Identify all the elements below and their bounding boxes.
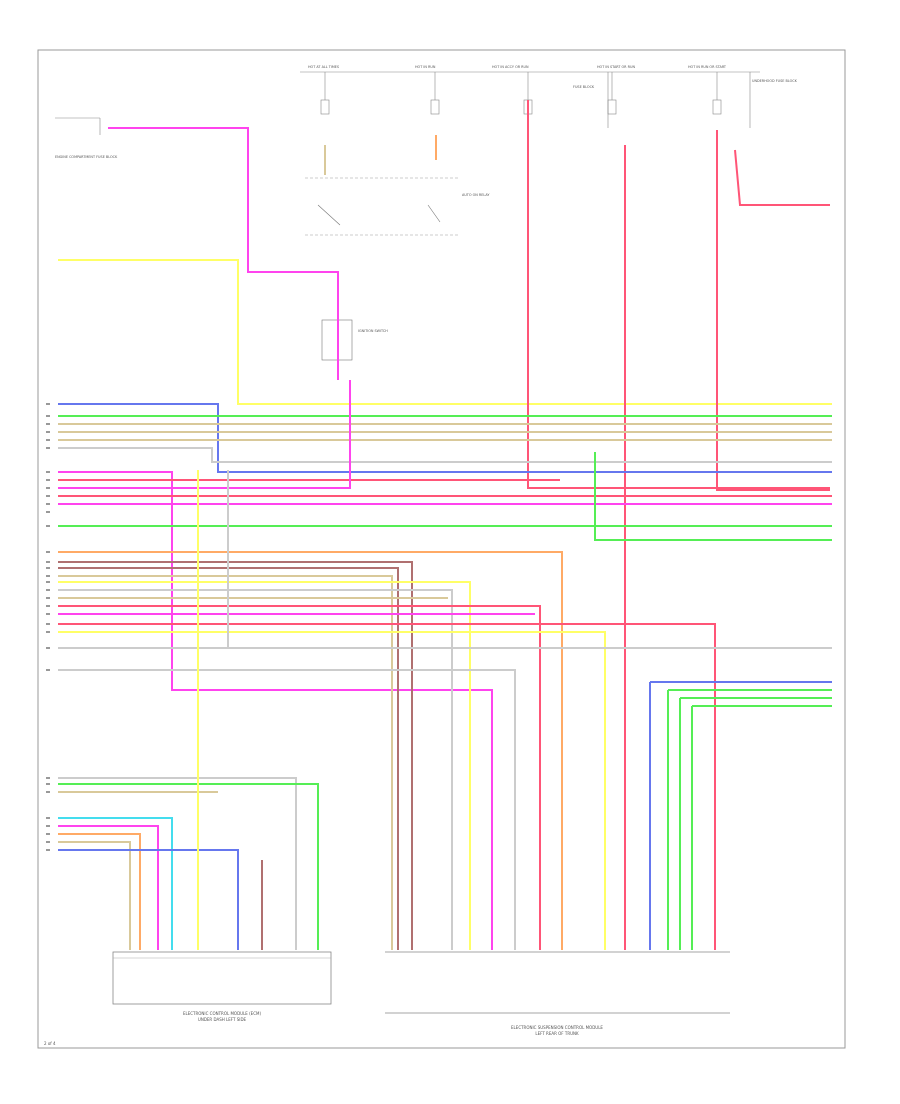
wire-36 [649, 681, 832, 950]
fuse-label-4: HOT IN START OR RUN [597, 65, 635, 69]
underhood-label: UNDERHOOD FUSE BLOCK [752, 79, 798, 83]
pin-mark-7 [46, 471, 50, 473]
wire-25 [58, 567, 399, 950]
wires [58, 100, 832, 950]
pin-mark-30 [46, 817, 50, 819]
pin-mark-25 [46, 647, 50, 649]
relay-switch [317, 204, 441, 361]
wire-39 [691, 705, 832, 950]
wire-18 [58, 380, 351, 489]
wire-15 [58, 447, 832, 463]
fuse-label-2: HOT IN RUN [415, 65, 436, 69]
pin-mark-34 [46, 849, 50, 851]
wire-41 [58, 783, 319, 950]
pin-mark-2 [46, 415, 50, 417]
pin-mark-23 [46, 623, 50, 625]
left-pin-labels [46, 403, 50, 851]
pin-mark-18 [46, 581, 50, 583]
pin-mark-31 [46, 825, 50, 827]
wire-40 [58, 777, 297, 950]
pin-mark-22 [46, 613, 50, 615]
fuse-label-1: HOT AT ALL TIMES [308, 65, 339, 69]
pin-mark-14 [46, 551, 50, 553]
wire-24 [58, 561, 413, 950]
boundary-lines [305, 177, 460, 236]
wire-6 [716, 130, 830, 491]
pin-mark-15 [46, 561, 50, 563]
fuse-box-label: FUSE BLOCK [573, 85, 595, 89]
wire-23 [58, 551, 563, 950]
pin-mark-8 [46, 479, 50, 481]
pin-mark-32 [46, 833, 50, 835]
pin-mark-20 [46, 597, 50, 599]
pin-mark-13 [46, 525, 50, 527]
wire-28 [58, 589, 453, 950]
wire-38 [679, 697, 832, 950]
pin-mark-4 [46, 431, 50, 433]
pin-mark-12 [46, 511, 50, 513]
wire-47 [58, 849, 239, 950]
pin-mark-33 [46, 841, 50, 843]
fuse-label-3: HOT IN ACCY OR RUN [492, 65, 529, 69]
wire-3 [58, 259, 832, 405]
wire-33 [58, 631, 606, 950]
wire-22 [594, 452, 832, 541]
page-id: 2 of 4 [44, 1041, 56, 1046]
wire-43 [58, 817, 173, 950]
wire-10 [58, 403, 832, 473]
pin-mark-17 [46, 575, 50, 577]
wire-37 [667, 689, 832, 950]
wire-44 [58, 825, 159, 950]
wire-35 [58, 669, 516, 950]
pin-mark-26 [46, 669, 50, 671]
wire-27 [58, 581, 471, 950]
esc-name: ELECTRONIC SUSPENSION CONTROL MODULE [511, 1025, 603, 1030]
top-power-bus: HOT AT ALL TIMES HOT IN RUN HOT IN ACCY … [300, 65, 798, 128]
pin-mark-10 [46, 495, 50, 497]
left-component-label: ENGINE COMPARTMENT FUSE BLOCK [55, 155, 118, 159]
pin-mark-11 [46, 503, 50, 505]
wire-16 [58, 471, 493, 950]
suspension-module-connector: ELECTRONIC SUSPENSION CONTROL MODULE LEF… [385, 951, 730, 1036]
pin-mark-24 [46, 631, 50, 633]
pin-mark-28 [46, 783, 50, 785]
wire-30 [58, 605, 541, 950]
diagram-border [37, 49, 846, 1049]
wire-7 [734, 149, 830, 206]
wire-45 [58, 833, 141, 950]
pin-mark-5 [46, 439, 50, 441]
switch-label: IGNITION SWITCH [358, 329, 388, 333]
wire-32 [58, 623, 716, 950]
pin-mark-27 [46, 777, 50, 779]
pin-mark-19 [46, 589, 50, 591]
left-component-block [55, 117, 101, 135]
pin-mark-21 [46, 605, 50, 607]
wire-4 [527, 100, 830, 489]
pin-mark-16 [46, 567, 50, 569]
pin-mark-29 [46, 791, 50, 793]
ecm-subtitle: UNDER DASH LEFT SIDE [198, 1017, 247, 1022]
esc-subtitle: LEFT REAR OF TRUNK [535, 1031, 579, 1036]
ecm-name: ELECTRONIC CONTROL MODULE (ECM) [183, 1011, 261, 1016]
wire-1 [108, 127, 339, 300]
pin-mark-3 [46, 423, 50, 425]
fuse-label-5: HOT IN RUN OR START [688, 65, 727, 69]
wire-46 [58, 841, 131, 950]
pin-mark-9 [46, 487, 50, 489]
ecm-connector: ELECTRONIC CONTROL MODULE (ECM) UNDER DA… [112, 951, 332, 1022]
wire-26 [58, 575, 393, 950]
pin-mark-6 [46, 447, 50, 449]
relay-label: AUTO ON RELAY [462, 193, 490, 197]
pin-mark-1 [46, 403, 50, 405]
